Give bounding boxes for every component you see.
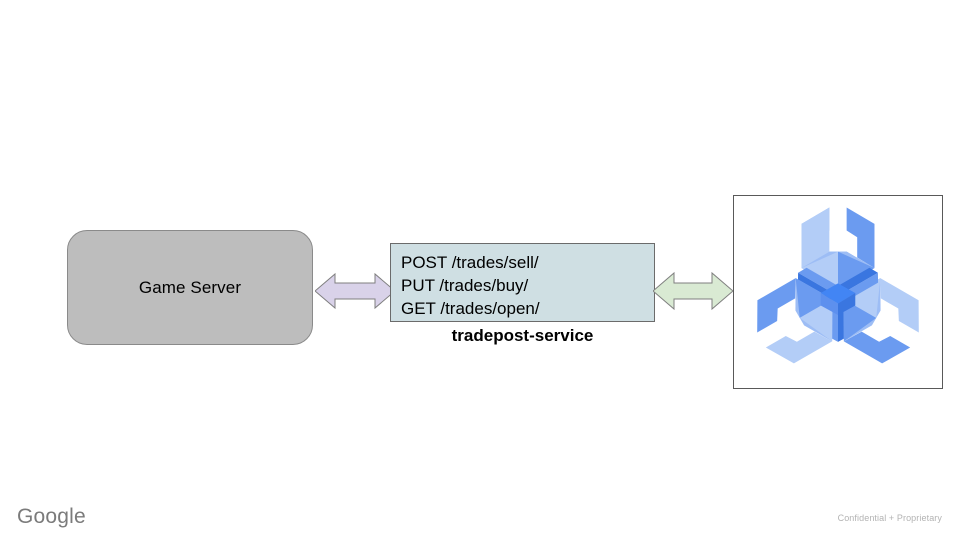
- node-game-server: Game Server: [67, 230, 313, 345]
- endpoint-get-trades-open: GET /trades/open/: [401, 299, 540, 318]
- endpoint-post-trades-sell: POST /trades/sell/: [401, 253, 539, 272]
- double-arrow-icon: [652, 271, 734, 311]
- google-wordmark: Google: [17, 505, 86, 528]
- confidentiality-note: Confidential + Proprietary: [837, 513, 942, 523]
- double-arrow-icon: [314, 272, 396, 310]
- connector-game-server-to-service: [314, 268, 396, 319]
- node-agones-logo: [733, 195, 943, 389]
- agones-logo-icon: [757, 207, 919, 364]
- tradepost-service-caption: tradepost-service: [451, 326, 594, 345]
- node-tradepost-service: POST /trades/sell/ PUT /trades/buy/ GET …: [390, 243, 655, 322]
- game-server-label: Game Server: [138, 277, 242, 297]
- endpoint-put-trades-buy: PUT /trades/buy/: [401, 276, 529, 295]
- connector-service-to-agones: [652, 266, 734, 321]
